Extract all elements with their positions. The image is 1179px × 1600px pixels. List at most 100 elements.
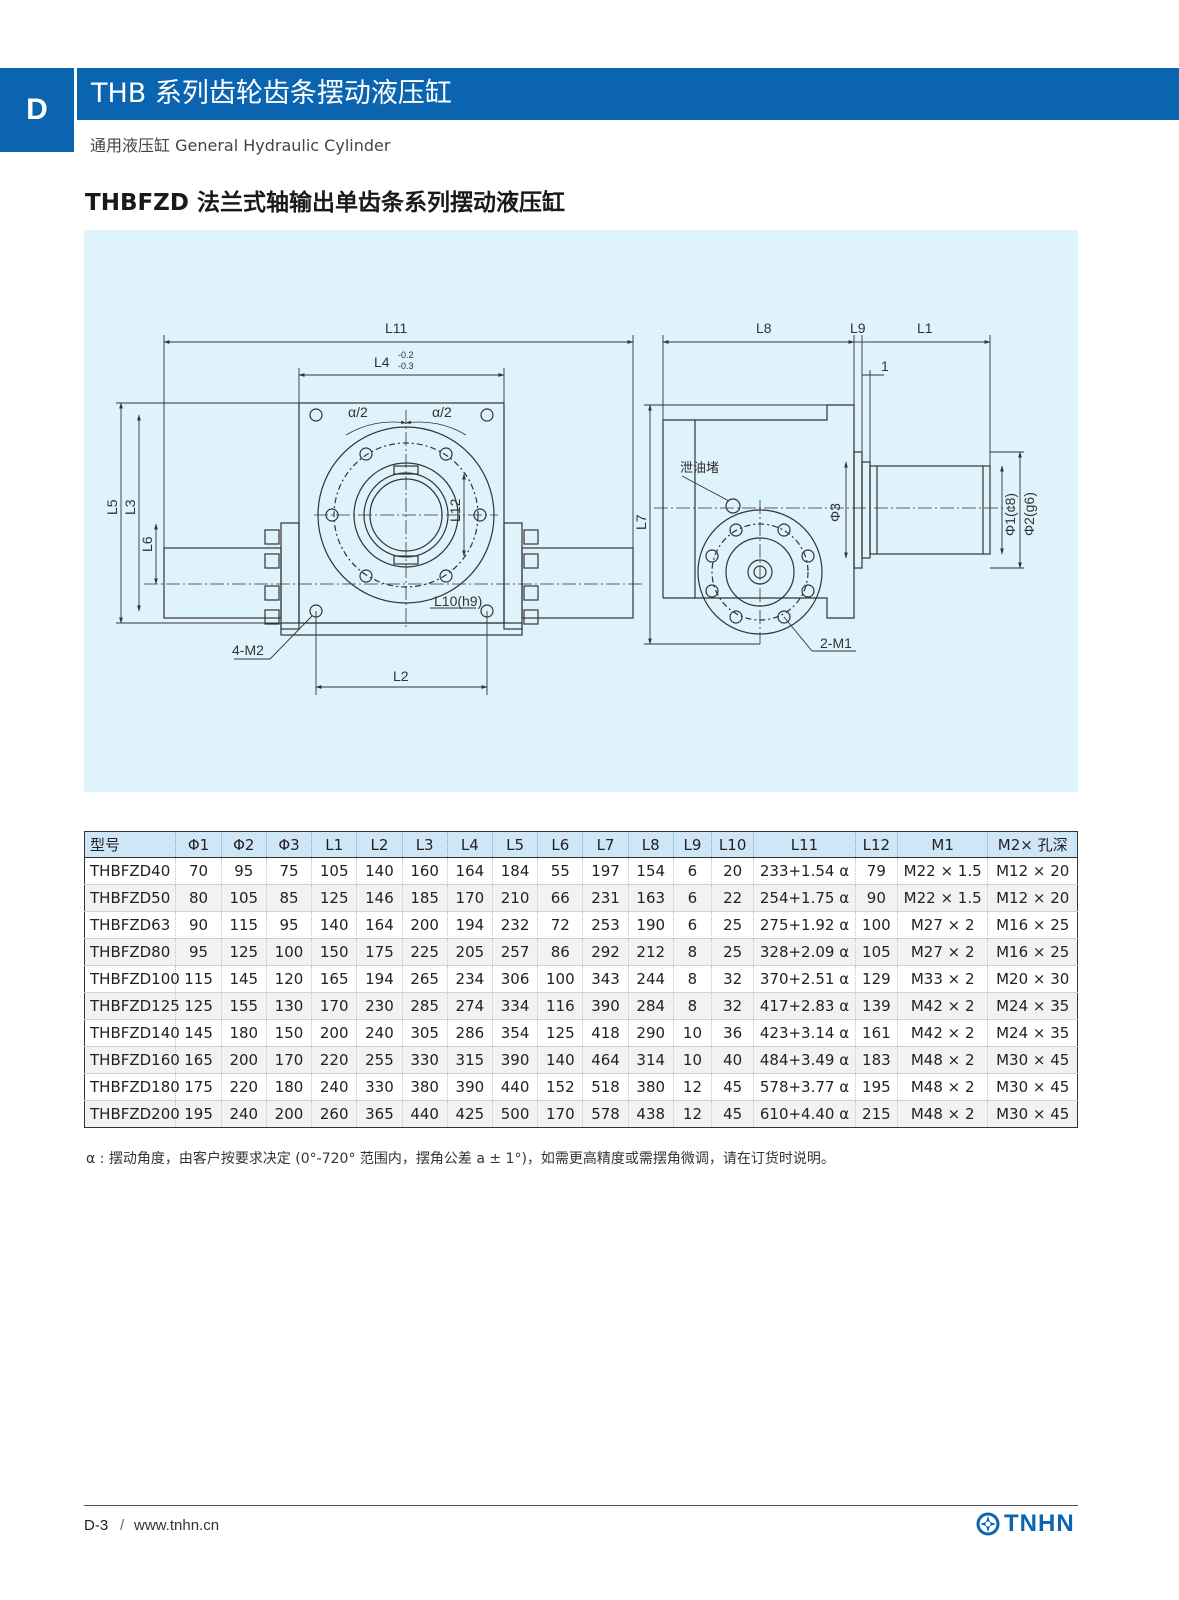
table-cell: 139 bbox=[854, 992, 898, 1020]
table-cell: 197 bbox=[582, 857, 629, 885]
website-link[interactable]: www.tnhn.cn bbox=[134, 1517, 220, 1534]
brand-name: TNHN bbox=[1004, 1510, 1075, 1537]
table-cell: 183 bbox=[854, 1046, 898, 1074]
table-cell: M30 × 45 bbox=[987, 1046, 1078, 1074]
table-cell: 440 bbox=[401, 1100, 448, 1128]
table-cell: 306 bbox=[491, 965, 538, 993]
table-cell: 518 bbox=[582, 1073, 629, 1101]
table-cell: 175 bbox=[175, 1073, 222, 1101]
table-header-cell: L9 bbox=[672, 831, 712, 858]
table-cell: M33 × 2 bbox=[896, 965, 988, 993]
table-header-cell: Φ1 bbox=[175, 831, 222, 858]
label-L12: L12 bbox=[447, 498, 463, 522]
table-cell: 163 bbox=[627, 884, 674, 912]
table-cell: 12 bbox=[672, 1073, 712, 1101]
table-cell: M30 × 45 bbox=[987, 1100, 1078, 1128]
table-cell: 232 bbox=[491, 911, 538, 939]
label-L4-tol-lower: -0.3 bbox=[398, 361, 414, 371]
table-cell: 32 bbox=[711, 965, 754, 993]
table-cell: 140 bbox=[537, 1046, 583, 1074]
table-cell: 205 bbox=[446, 938, 493, 966]
table-cell: M12 × 20 bbox=[987, 884, 1078, 912]
table-cell: 390 bbox=[446, 1073, 493, 1101]
table-cell: 315 bbox=[446, 1046, 493, 1074]
table-cell: 55 bbox=[537, 857, 583, 885]
table-header-cell: M2× 孔深 bbox=[987, 831, 1078, 858]
label-L10: L10(h9) bbox=[434, 593, 482, 609]
footer-divider bbox=[84, 1505, 1078, 1506]
table-cell: 10 bbox=[672, 1019, 712, 1047]
table-cell: 165 bbox=[311, 965, 357, 993]
table-cell: 125 bbox=[311, 884, 357, 912]
table-cell: M24 × 35 bbox=[987, 1019, 1078, 1047]
table-cell: 95 bbox=[220, 857, 267, 885]
table-cell: 484+3.49 α bbox=[753, 1046, 856, 1074]
table-cell: 328+2.09 α bbox=[753, 938, 856, 966]
table-cell: 80 bbox=[175, 884, 222, 912]
table-cell: 140 bbox=[311, 911, 357, 939]
label-phi2: Φ2(g6) bbox=[1021, 492, 1037, 536]
table-cell: 75 bbox=[265, 857, 312, 885]
table-cell: 314 bbox=[627, 1046, 674, 1074]
table-cell: 12 bbox=[672, 1100, 712, 1128]
label-drain-plug: 泄油堵 bbox=[680, 460, 719, 475]
table-cell: 125 bbox=[220, 938, 267, 966]
side-dimensions bbox=[644, 335, 1024, 652]
table-header-cell: L11 bbox=[753, 831, 856, 858]
label-L1: L1 bbox=[917, 320, 933, 336]
table-cell: 464 bbox=[582, 1046, 629, 1074]
table-cell: M12 × 20 bbox=[987, 857, 1078, 885]
table-cell: 86 bbox=[537, 938, 583, 966]
table-cell: 115 bbox=[220, 911, 267, 939]
table-cell: 200 bbox=[265, 1100, 312, 1128]
footer-separator: / bbox=[120, 1517, 125, 1534]
model-cell: THBFZD100 bbox=[83, 965, 180, 993]
table-cell: M24 × 35 bbox=[987, 992, 1078, 1020]
table-cell: 8 bbox=[672, 992, 712, 1020]
table-cell: 330 bbox=[401, 1046, 448, 1074]
table-cell: 370+2.51 α bbox=[753, 965, 856, 993]
table-cell: 145 bbox=[220, 965, 267, 993]
table-cell: 195 bbox=[175, 1100, 222, 1128]
table-cell: 120 bbox=[265, 965, 312, 993]
table-cell: 285 bbox=[401, 992, 448, 1020]
table-cell: 418 bbox=[582, 1019, 629, 1047]
brand-logo-icon bbox=[976, 1512, 1000, 1536]
table-cell: 578+3.77 α bbox=[753, 1073, 856, 1101]
table-cell: 85 bbox=[265, 884, 312, 912]
table-cell: 161 bbox=[854, 1019, 898, 1047]
table-cell: 175 bbox=[356, 938, 403, 966]
table-cell: 150 bbox=[265, 1019, 312, 1047]
table-cell: 210 bbox=[491, 884, 538, 912]
model-cell: THBFZD125 bbox=[83, 992, 180, 1020]
table-cell: 230 bbox=[356, 992, 403, 1020]
table-cell: 100 bbox=[265, 938, 312, 966]
model-cell: THBFZD63 bbox=[83, 911, 176, 939]
model-cell: THBFZD80 bbox=[83, 938, 176, 966]
table-cell: 244 bbox=[627, 965, 674, 993]
table-cell: 25 bbox=[711, 938, 754, 966]
table-cell: 240 bbox=[220, 1100, 267, 1128]
table-cell: 20 bbox=[711, 857, 754, 885]
table-cell: M22 × 1.5 bbox=[896, 884, 988, 912]
label-L4: L4 bbox=[374, 354, 390, 370]
model-cell: THBFZD180 bbox=[83, 1073, 180, 1101]
side-labels: L8 L9 L1 1 泄油堵 L7 Φ3 Φ1(c8) Φ2(g6) 2-M1 bbox=[633, 320, 1037, 651]
table-cell: 170 bbox=[265, 1046, 312, 1074]
table-cell: 125 bbox=[537, 1019, 583, 1047]
table-header-cell: L7 bbox=[582, 831, 629, 858]
table-cell: 105 bbox=[854, 938, 898, 966]
table-cell: M48 × 2 bbox=[896, 1100, 988, 1128]
table-cell: 45 bbox=[711, 1073, 754, 1101]
table-header-cell: L12 bbox=[854, 831, 898, 858]
table-cell: 578 bbox=[582, 1100, 629, 1128]
table-cell: 255 bbox=[356, 1046, 403, 1074]
table-cell: 265 bbox=[401, 965, 448, 993]
